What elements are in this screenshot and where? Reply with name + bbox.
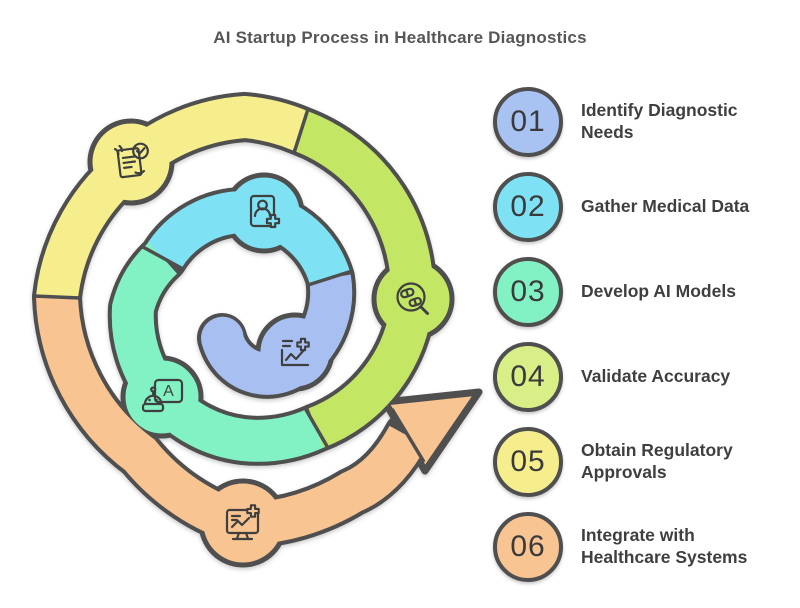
step-label: Gather Medical Data (581, 196, 750, 217)
step-number: 04 (510, 360, 546, 393)
document-approval-icon (113, 142, 149, 179)
list-item: 06 Integrate with Healthcare Systems (493, 512, 786, 582)
list-item: 03 Develop AI Models (493, 257, 786, 327)
step-label: Develop AI Models (581, 281, 736, 302)
step-number-badge: 03 (493, 257, 563, 327)
step-label: Integrate with Healthcare Systems (581, 525, 748, 567)
list-item: 04 Validate Accuracy (493, 342, 786, 412)
ai-robot-icon: A (141, 378, 184, 413)
step-label: Obtain Regulatory Approvals (581, 440, 733, 482)
step-label: Identify Diagnostic Needs (581, 100, 738, 142)
spiral-segment-obtain-regulatory-approvals (36, 95, 310, 300)
svg-text:A: A (163, 383, 174, 400)
step-label: Validate Accuracy (581, 366, 731, 387)
list-item: 05 Obtain Regulatory Approvals (493, 427, 786, 497)
monitor-chart-plus-icon (225, 504, 260, 541)
step-number: 01 (510, 105, 546, 138)
pills-magnifier-icon (396, 282, 429, 315)
list-item: 02 Gather Medical Data (493, 172, 786, 242)
step-number-badge: 01 (493, 87, 563, 157)
step-number: 02 (510, 190, 546, 223)
step-number-badge: 06 (493, 512, 563, 582)
spiral-diagram: A (32, 92, 483, 568)
medical-chart-plus-icon (280, 337, 310, 367)
spiral-segment-integrate-healthcare-systems (36, 295, 427, 546)
spiral-segment-gather-medical-data (145, 190, 351, 285)
step-number-badge: 02 (493, 172, 563, 242)
spiral-segment-develop-ai-models (111, 242, 325, 462)
patient-record-plus-icon (249, 194, 281, 229)
list-item: 01 Identify Diagnostic Needs (493, 87, 786, 157)
step-number-badge: 04 (493, 342, 563, 412)
step-number-badge: 05 (493, 427, 563, 497)
step-number: 03 (510, 275, 546, 308)
spiral-segment-identify-diagnostic-needs (201, 274, 353, 395)
spiral-segment-validate-accuracy (293, 111, 434, 448)
step-number: 06 (510, 530, 546, 563)
steps-list: 01 Identify Diagnostic Needs 02 Gather M… (493, 87, 786, 597)
page-title: AI Startup Process in Healthcare Diagnos… (213, 28, 587, 47)
step-number: 05 (510, 445, 546, 478)
segment-dividers (33, 108, 426, 463)
